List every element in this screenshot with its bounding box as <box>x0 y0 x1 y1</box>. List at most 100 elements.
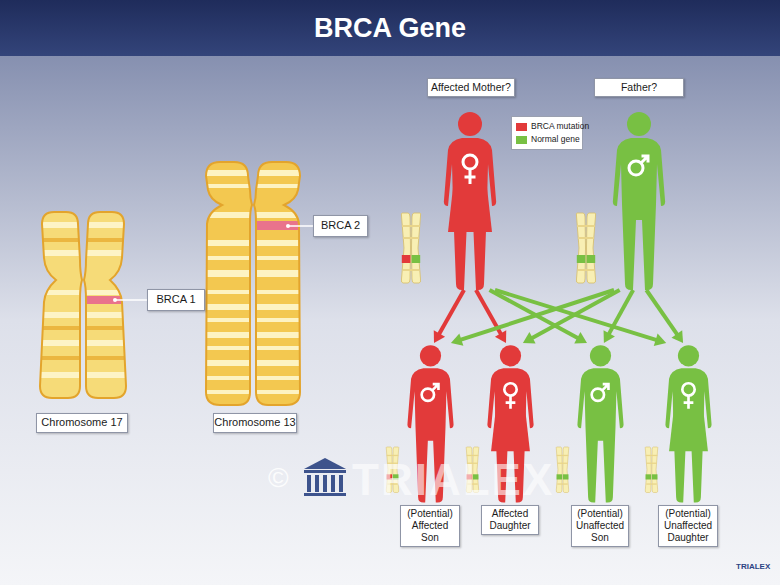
chromosome-band <box>36 312 130 318</box>
normal-band <box>557 474 563 479</box>
legend-row: Normal gene <box>516 133 578 146</box>
chromosome-band <box>202 376 304 380</box>
logo-beam <box>304 470 346 473</box>
chromosome-band <box>202 256 304 260</box>
legend-swatch <box>516 136 527 144</box>
chromosome-band <box>202 318 304 322</box>
label-box: BRCA 2 <box>313 215 368 237</box>
arrow-head <box>654 334 666 346</box>
box-text: Chromosome 17 <box>41 416 122 429</box>
daughter-figure <box>665 345 711 502</box>
gene-icon <box>645 447 658 493</box>
chromatid-outline <box>84 212 126 398</box>
small-chromosome <box>645 447 658 493</box>
chromosome-band <box>202 184 304 188</box>
normal-band <box>646 474 652 479</box>
chromosome-band <box>202 170 304 176</box>
chromosome-band <box>202 360 304 366</box>
normal-band <box>563 474 569 479</box>
arrow-head <box>604 330 615 343</box>
logo-roof <box>304 458 346 469</box>
arrow-shaft <box>608 290 633 335</box>
legend-swatch <box>516 123 527 131</box>
chromosome-band <box>202 390 304 394</box>
mother-figure <box>444 112 496 290</box>
leader-line <box>288 225 313 227</box>
chromosome-fill <box>202 158 304 408</box>
father-figure <box>613 112 665 290</box>
logo-column <box>307 475 311 492</box>
arrow-head <box>671 330 683 343</box>
header-band <box>0 0 780 56</box>
arrow-shaft <box>459 290 614 340</box>
chromosome-band <box>202 290 304 294</box>
chromosome-band <box>202 240 304 246</box>
chromosome-band <box>36 250 130 256</box>
box-text: BRCA 1 <box>156 293 195 306</box>
logo-small: TRIALEX <box>736 562 770 571</box>
legend-row: BRCA mutation <box>516 120 578 133</box>
leader-line <box>115 299 147 301</box>
inheritance-arrow <box>604 290 634 343</box>
logo-wordmark: TRIALEX <box>352 455 554 505</box>
box-text: BRCA 2 <box>321 219 360 232</box>
chromatid-outline <box>206 162 252 405</box>
logo-icon <box>304 458 346 496</box>
chromosome-band <box>202 332 304 338</box>
copyright-mark: © <box>268 462 289 494</box>
logo-column <box>323 475 327 492</box>
person-label: (Potential) Unaffected Daughter <box>658 505 718 547</box>
chromosome-band <box>36 372 130 378</box>
chromosome-band <box>36 340 130 346</box>
legend-text: Normal gene <box>531 133 580 146</box>
person-node: (Potential) Affected Son <box>398 343 462 547</box>
normal-band <box>587 255 596 263</box>
gene-icon <box>556 447 569 493</box>
label-box: BRCA 1 <box>147 289 205 311</box>
logo-column <box>315 475 319 492</box>
arrow-shaft <box>531 290 620 339</box>
small-chromosome <box>556 447 569 493</box>
chromosome-band <box>202 270 304 277</box>
arrow-head <box>451 333 463 345</box>
son-figure <box>577 345 623 502</box>
gene-icon <box>576 213 595 283</box>
arrow-head <box>523 332 536 343</box>
person-label: (Potential) Unaffected Son <box>571 505 629 547</box>
legend: BRCA mutationNormal gene <box>511 116 583 150</box>
chromosome-fill <box>36 208 130 402</box>
chromosome-band <box>36 290 130 295</box>
chromosome-band <box>36 222 130 228</box>
label-box: Chromosome 13 <box>213 413 297 433</box>
person-node: Affected Daughter <box>478 343 542 535</box>
label-box: Chromosome 17 <box>36 413 128 433</box>
inheritance-arrow <box>523 290 620 343</box>
small-chromosome <box>576 213 595 283</box>
inheritance-arrow <box>495 290 666 346</box>
chromosome-band <box>202 346 304 350</box>
person-label: Affected Daughter <box>481 505 539 535</box>
person-label: Affected Mother? <box>427 78 515 97</box>
person-label: (Potential) Affected Son <box>400 505 460 547</box>
chromosome-base <box>36 208 130 402</box>
normal-band <box>652 474 658 479</box>
chromosome-band <box>36 356 130 360</box>
person-node: Affected Mother? <box>425 76 515 290</box>
person-label: Father? <box>594 78 684 97</box>
arrow-head <box>574 332 587 343</box>
chromosome-base <box>202 158 304 408</box>
logo-column <box>331 475 335 492</box>
mutation-band <box>402 255 411 263</box>
arrow-head <box>495 330 506 343</box>
diagram-title: BRCA Gene <box>0 0 780 56</box>
legend-text: BRCA mutation <box>531 120 589 133</box>
person-node: (Potential) Unaffected Son <box>568 343 632 547</box>
chromosome-band <box>202 304 304 310</box>
chromatid-outline <box>254 162 300 405</box>
normal-band <box>412 255 421 263</box>
arrow-head <box>434 330 445 343</box>
person-node: (Potential) Unaffected Daughter <box>656 343 720 547</box>
chromosome-band <box>36 238 130 242</box>
normal-band <box>577 255 586 263</box>
